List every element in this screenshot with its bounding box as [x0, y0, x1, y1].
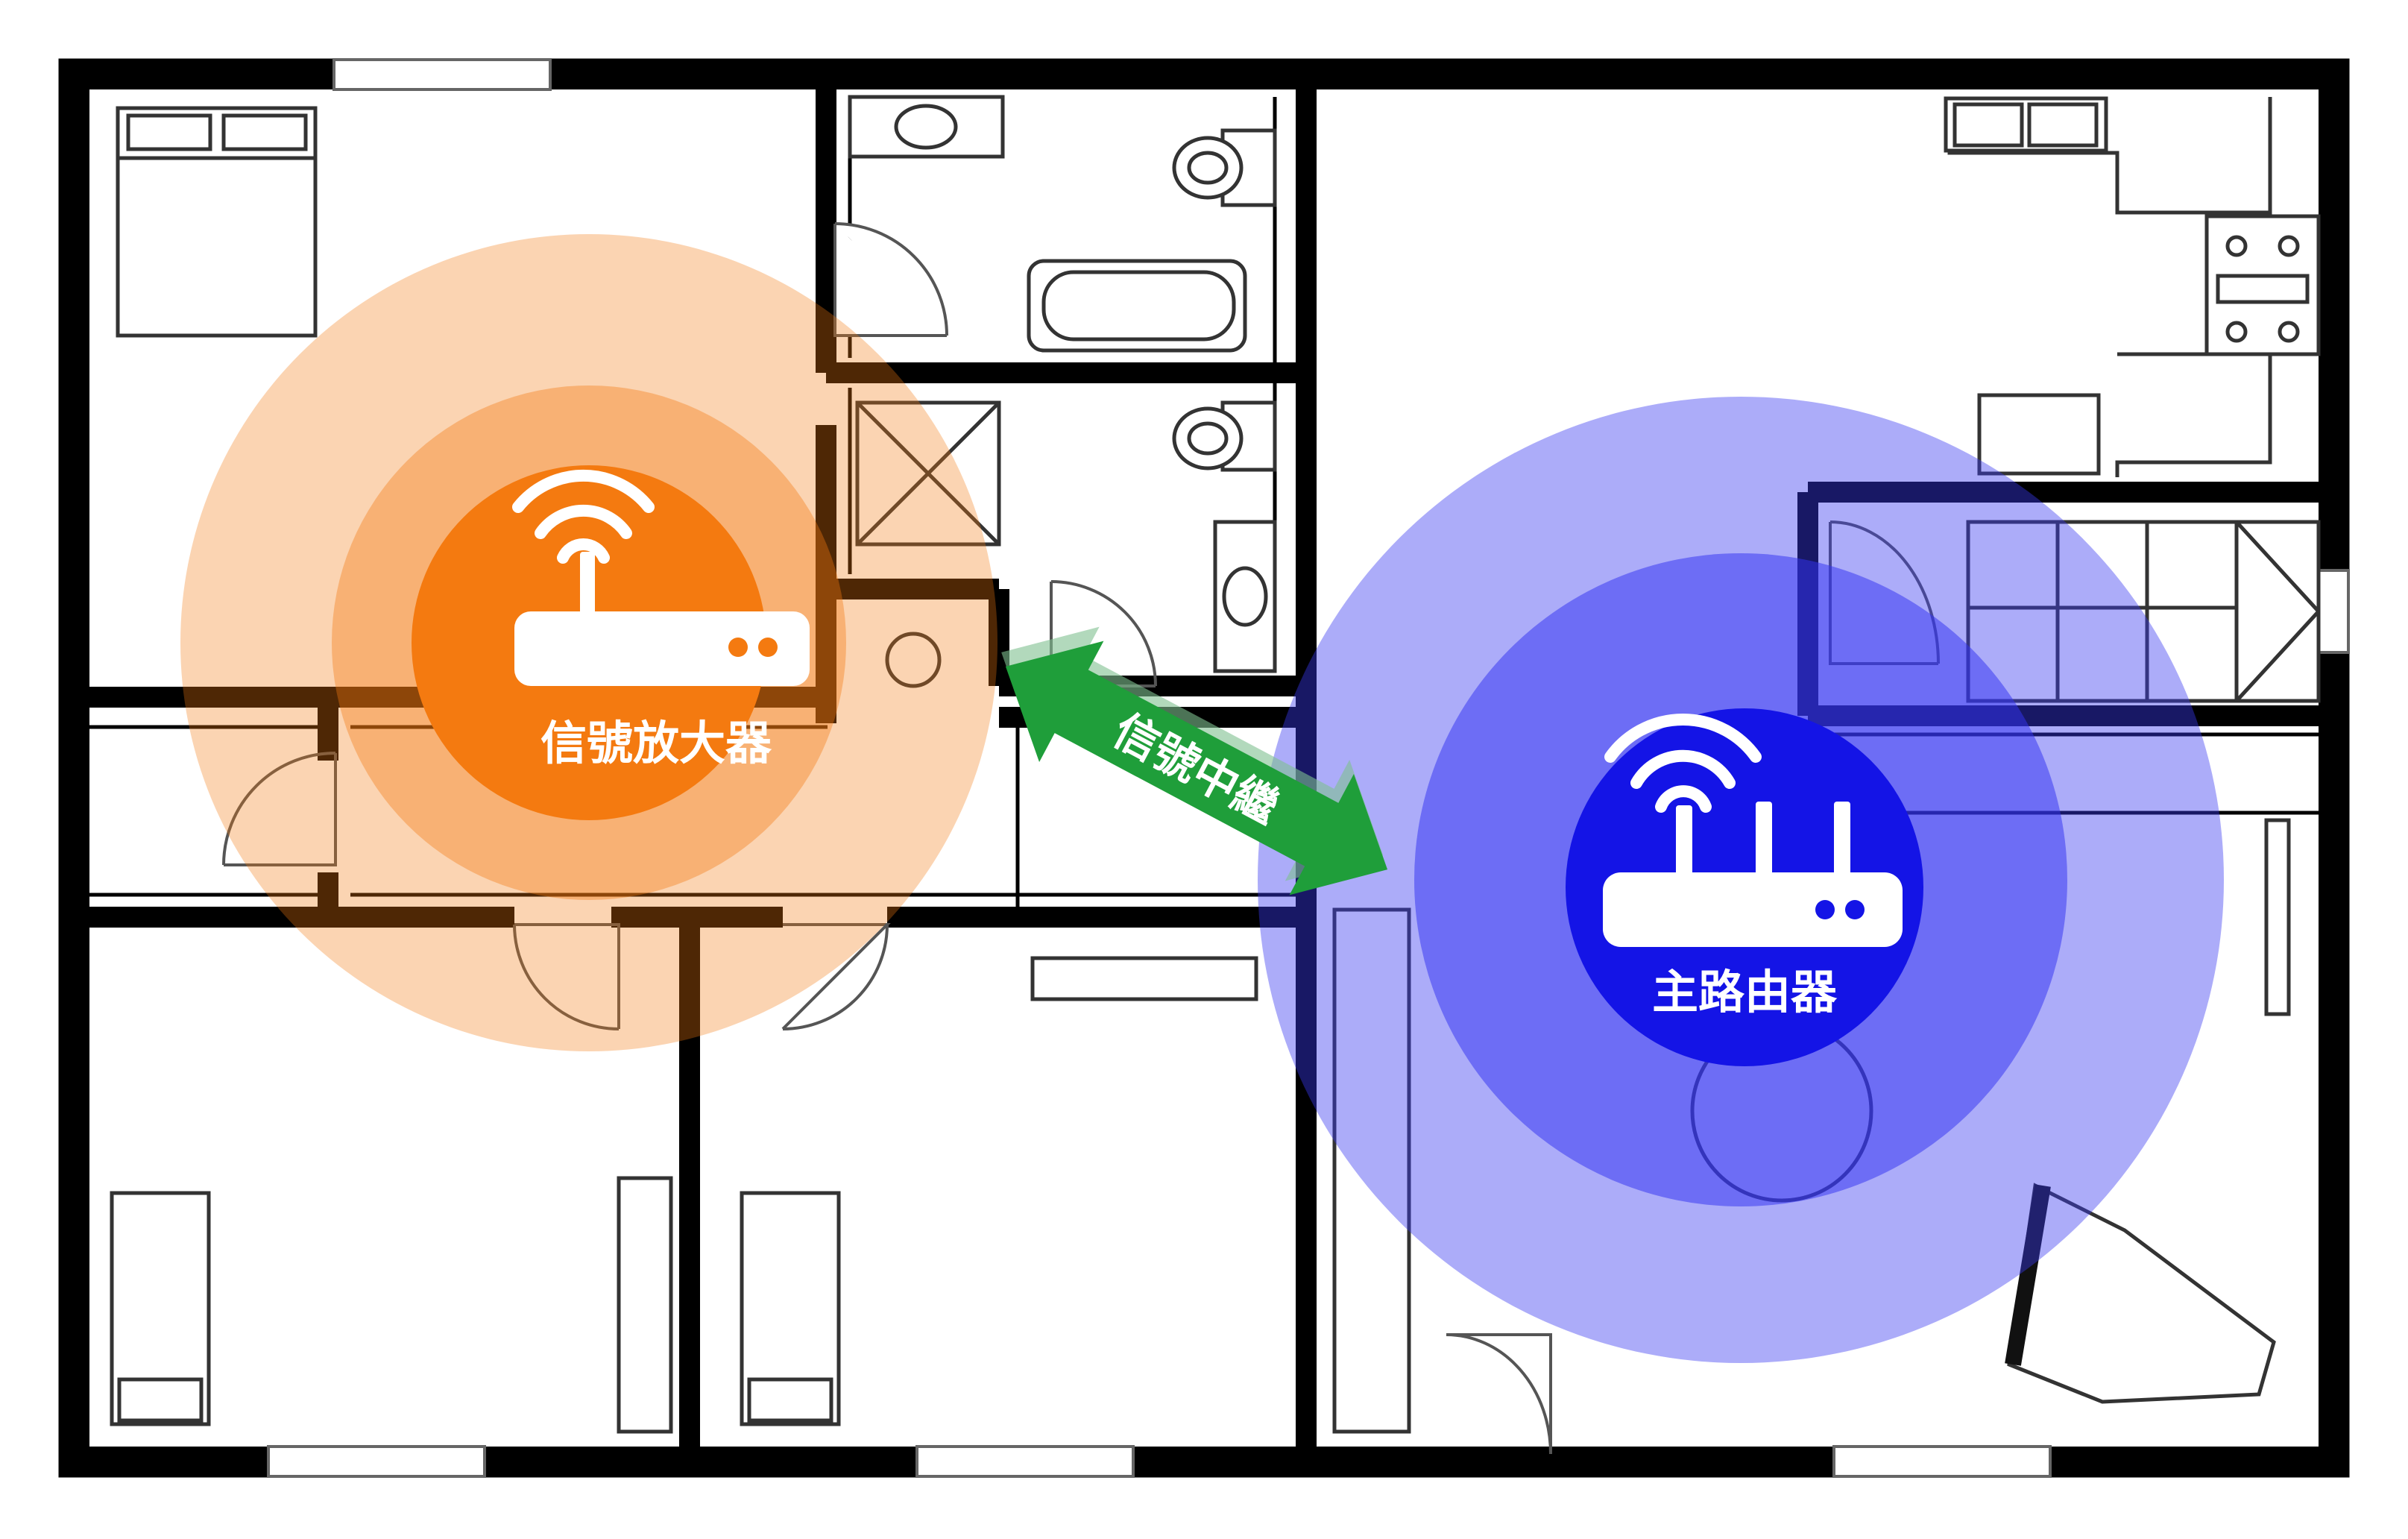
wifi-icon	[1604, 714, 1762, 813]
outer-walls	[58, 58, 2350, 1478]
windows	[267, 58, 2350, 1478]
kitchen-counters	[1944, 96, 2321, 477]
router-device-icon	[514, 552, 810, 686]
router-label: 主路由器	[1652, 965, 1838, 1019]
router-device-icon	[1603, 802, 1903, 947]
extender-label: 信號放大器	[540, 716, 772, 770]
bathroom-fixtures	[848, 95, 1277, 688]
wifi-icon	[512, 469, 655, 564]
stairs	[1966, 520, 2321, 703]
signal-extender: 信號放大器	[412, 465, 810, 820]
bed-top-left	[116, 106, 318, 338]
main-router: 主路由器	[1566, 708, 1923, 1066]
